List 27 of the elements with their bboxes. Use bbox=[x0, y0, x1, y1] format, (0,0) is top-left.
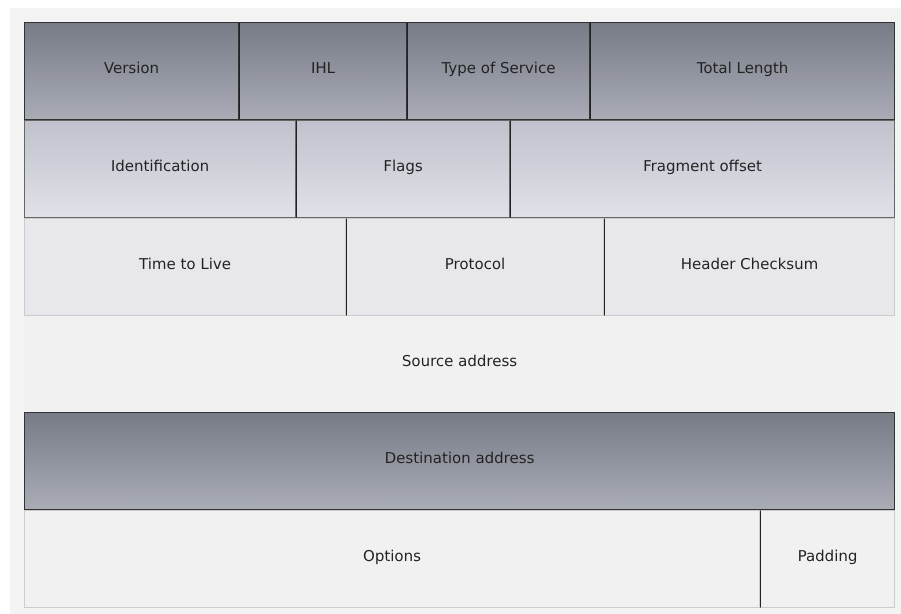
header-field-cell bbox=[604, 218, 895, 316]
header-field-cell bbox=[346, 218, 604, 316]
field-name: Padding bbox=[798, 547, 858, 565]
header-field-cell bbox=[24, 412, 895, 510]
field-name: Time to Live bbox=[139, 255, 231, 273]
header-field-cell bbox=[24, 510, 760, 608]
field-name: Version bbox=[104, 59, 160, 77]
header-field-cell bbox=[24, 22, 239, 120]
header-field-cell bbox=[296, 120, 510, 218]
field-name: Fragment offset bbox=[643, 157, 762, 175]
field-name: Destination address bbox=[384, 449, 534, 467]
header-field-cell bbox=[407, 22, 590, 120]
header-field-cell bbox=[510, 120, 895, 218]
field-name: Options bbox=[363, 547, 421, 565]
field-name: Flags bbox=[383, 157, 423, 175]
field-name: Header Checksum bbox=[680, 255, 818, 273]
field-name: IHL bbox=[310, 59, 336, 77]
header-field-cell bbox=[239, 22, 407, 120]
header-field-cell bbox=[760, 510, 895, 608]
field-name: Source address bbox=[402, 352, 518, 370]
field-name: Identification bbox=[110, 157, 210, 175]
header-field-cell bbox=[590, 22, 895, 120]
field-name: Total Length bbox=[696, 59, 788, 77]
field-name: Protocol bbox=[444, 255, 506, 273]
field-name: Type of Service bbox=[442, 59, 556, 77]
header-field-cell bbox=[24, 218, 346, 316]
header-field-cell bbox=[24, 120, 296, 218]
